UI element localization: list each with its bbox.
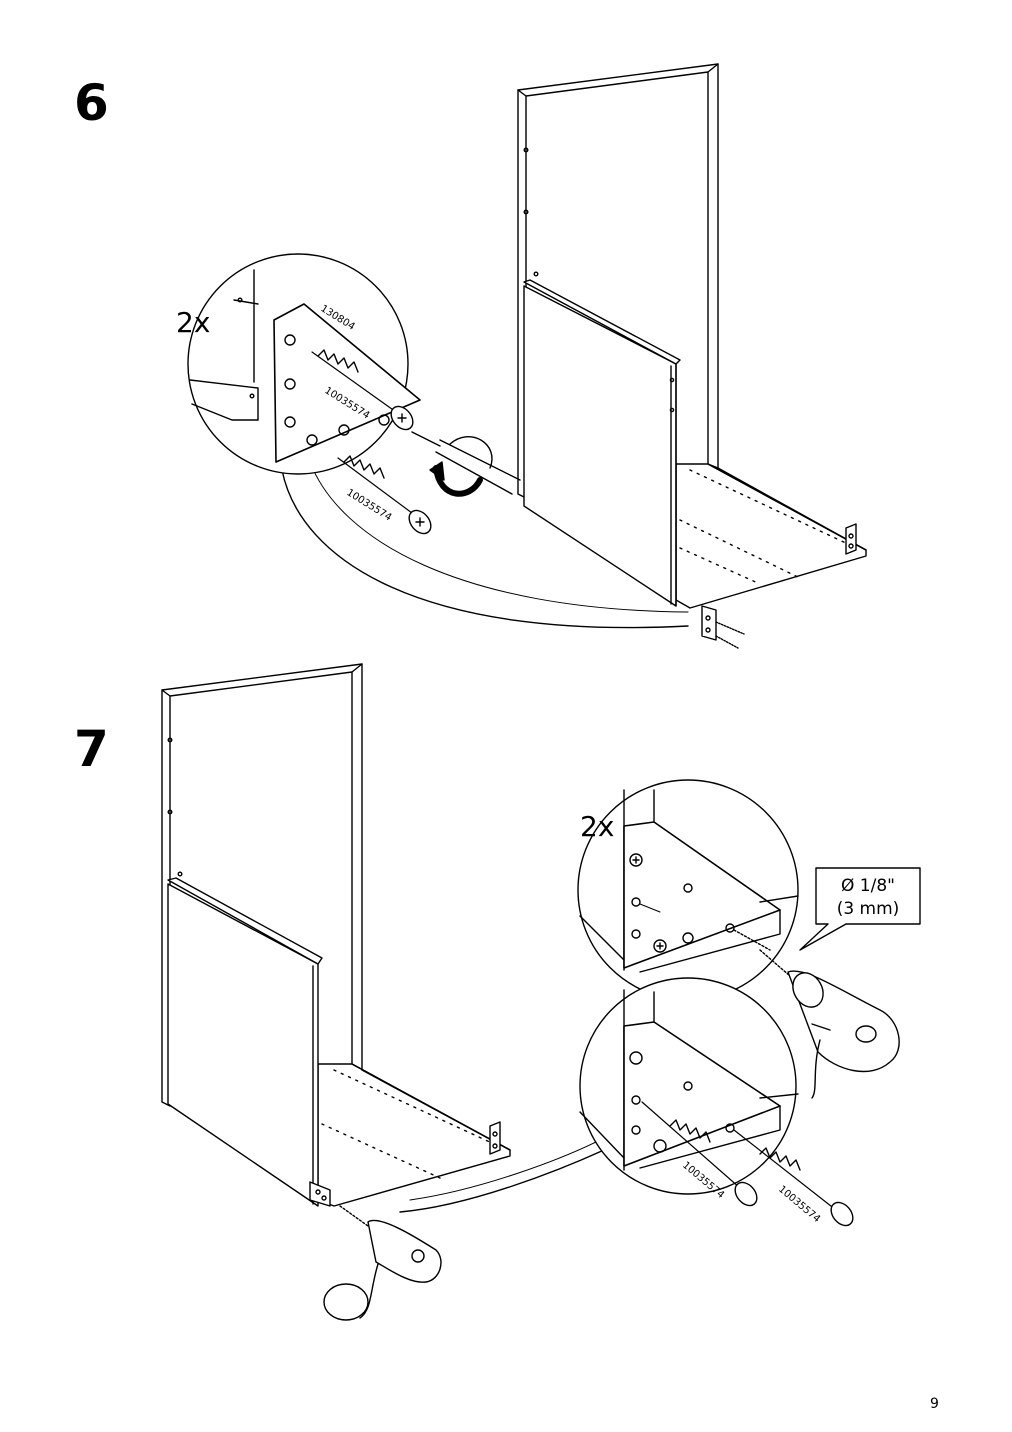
page-number: 9 bbox=[930, 1396, 939, 1412]
step-7-detail-circle-top: 2x bbox=[577, 779, 799, 1001]
screw-icon bbox=[337, 455, 432, 535]
drill-icon bbox=[759, 949, 900, 1099]
back-panel bbox=[517, 63, 719, 499]
step-6-detail-circle: 2x 130804 10035574 10035574 bbox=[176, 253, 521, 535]
step-6-quantity: 2x bbox=[176, 306, 210, 339]
part-number-label: 10035574 bbox=[776, 1184, 822, 1225]
side-panel bbox=[523, 279, 681, 607]
step-6-illustration: 2x 130804 10035574 10035574 bbox=[176, 63, 867, 649]
detail-connector bbox=[399, 1149, 605, 1213]
step-7-detail-circle-bottom: 10035574 10035574 bbox=[579, 977, 854, 1227]
drill-size-metric-label: (3 mm) bbox=[837, 899, 900, 919]
screw-icon bbox=[311, 349, 414, 431]
drill-size-label: Ø 1/8" bbox=[841, 876, 895, 896]
drill-icon bbox=[323, 1205, 442, 1321]
screwdriver-icon bbox=[411, 431, 521, 497]
back-panel bbox=[161, 663, 363, 1107]
screw-icon bbox=[641, 1101, 758, 1207]
bottom-shelf bbox=[675, 463, 867, 609]
step-7-number: 7 bbox=[74, 720, 109, 778]
side-panel bbox=[167, 877, 331, 1207]
screw-icon bbox=[733, 1129, 854, 1227]
small-bracket bbox=[701, 605, 745, 649]
step-7-quantity: 2x bbox=[580, 810, 614, 843]
step-6-number: 6 bbox=[74, 74, 109, 132]
step-7-illustration: 2x Ø 1/8" (3 mm) bbox=[161, 663, 921, 1321]
part-number-label: 10035574 bbox=[344, 487, 393, 523]
drill-size-callout: Ø 1/8" (3 mm) bbox=[799, 867, 921, 951]
detail-connector bbox=[281, 469, 689, 629]
